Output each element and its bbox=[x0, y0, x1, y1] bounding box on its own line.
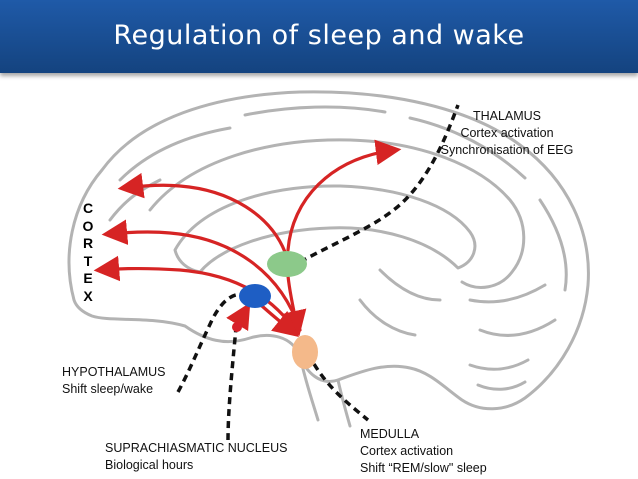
cortex-letter: T bbox=[83, 252, 93, 269]
gyrus-line-2 bbox=[243, 105, 387, 117]
thalamus-function-2: Synchronisation of EEG bbox=[440, 143, 574, 157]
cortex-letter: C bbox=[82, 200, 94, 216]
medulla-node bbox=[292, 335, 318, 369]
dashed-pathways bbox=[176, 104, 460, 441]
medulla-pointer bbox=[312, 363, 370, 422]
cortex-vertical-label: C O R T E X bbox=[80, 200, 96, 305]
arrow-medulla-to-lower-front bbox=[93, 255, 300, 336]
medulla-label: MEDULLA Cortex activation Shift “REM/slo… bbox=[360, 426, 487, 477]
gyrus-line-8 bbox=[378, 268, 442, 302]
cortex-letter: O bbox=[82, 217, 94, 234]
suprachiasmatic-label: SUPRACHIASMATIC NUCLEUS Biological hours bbox=[105, 440, 287, 474]
cortex-letter: X bbox=[83, 287, 93, 304]
gyrus-line-7 bbox=[478, 318, 557, 337]
corpus-callosum bbox=[173, 184, 477, 274]
hypothalamus-function: Shift sleep/wake bbox=[62, 382, 154, 396]
arrow-thalamus-to-top bbox=[286, 139, 402, 252]
activation-arrows bbox=[93, 139, 402, 338]
gyrus-line-3 bbox=[408, 116, 527, 180]
arrow-medulla-to-front bbox=[101, 219, 302, 332]
medulla-function-2: Shift “REM/slow" sleep bbox=[360, 461, 487, 475]
hypothalamus-node bbox=[239, 284, 271, 308]
hypothalamus-name: HYPOTHALAMUS bbox=[62, 365, 166, 379]
gyrus-line-6 bbox=[468, 283, 547, 304]
thalamus-function-1: Cortex activation bbox=[460, 126, 554, 140]
title-bar: Regulation of sleep and wake bbox=[0, 0, 638, 73]
gyrus-line-4 bbox=[538, 198, 568, 292]
hypothalamus-label: HYPOTHALAMUS Shift sleep/wake bbox=[62, 364, 166, 398]
thalamus-name: THALAMUS bbox=[472, 109, 542, 123]
cortex-letter: E bbox=[83, 270, 93, 286]
suprachiasmatic-pointer bbox=[226, 327, 238, 441]
thalamus-label: THALAMUS Cortex activation Synchronisati… bbox=[432, 108, 582, 159]
thalamus-pointer bbox=[299, 104, 460, 264]
suprachiasmatic-function: Biological hours bbox=[105, 458, 194, 472]
hypothalamus-pointer bbox=[176, 292, 249, 393]
medulla-function-1: Cortex activation bbox=[360, 444, 454, 458]
slide-title: Regulation of sleep and wake bbox=[113, 20, 525, 51]
cortex-letter: R bbox=[82, 235, 94, 251]
cingulate-gyrus bbox=[148, 138, 526, 289]
suprachiasmatic-name: SUPRACHIASMATIC NUCLEUS bbox=[105, 441, 288, 455]
thalamus-node bbox=[267, 251, 307, 277]
brain-outer-contour bbox=[67, 90, 590, 411]
gyrus-line-1 bbox=[118, 126, 232, 182]
suprachiasmatic-node bbox=[232, 322, 242, 332]
medulla-name: MEDULLA bbox=[360, 427, 420, 441]
cerebellum-fold-2 bbox=[476, 380, 527, 391]
arrow-hypothalamus-to-medulla bbox=[260, 304, 299, 338]
cerebellum-fold-1 bbox=[468, 358, 530, 371]
gyrus-line-9 bbox=[358, 298, 417, 337]
arrow-thalamus-to-front bbox=[117, 172, 287, 254]
